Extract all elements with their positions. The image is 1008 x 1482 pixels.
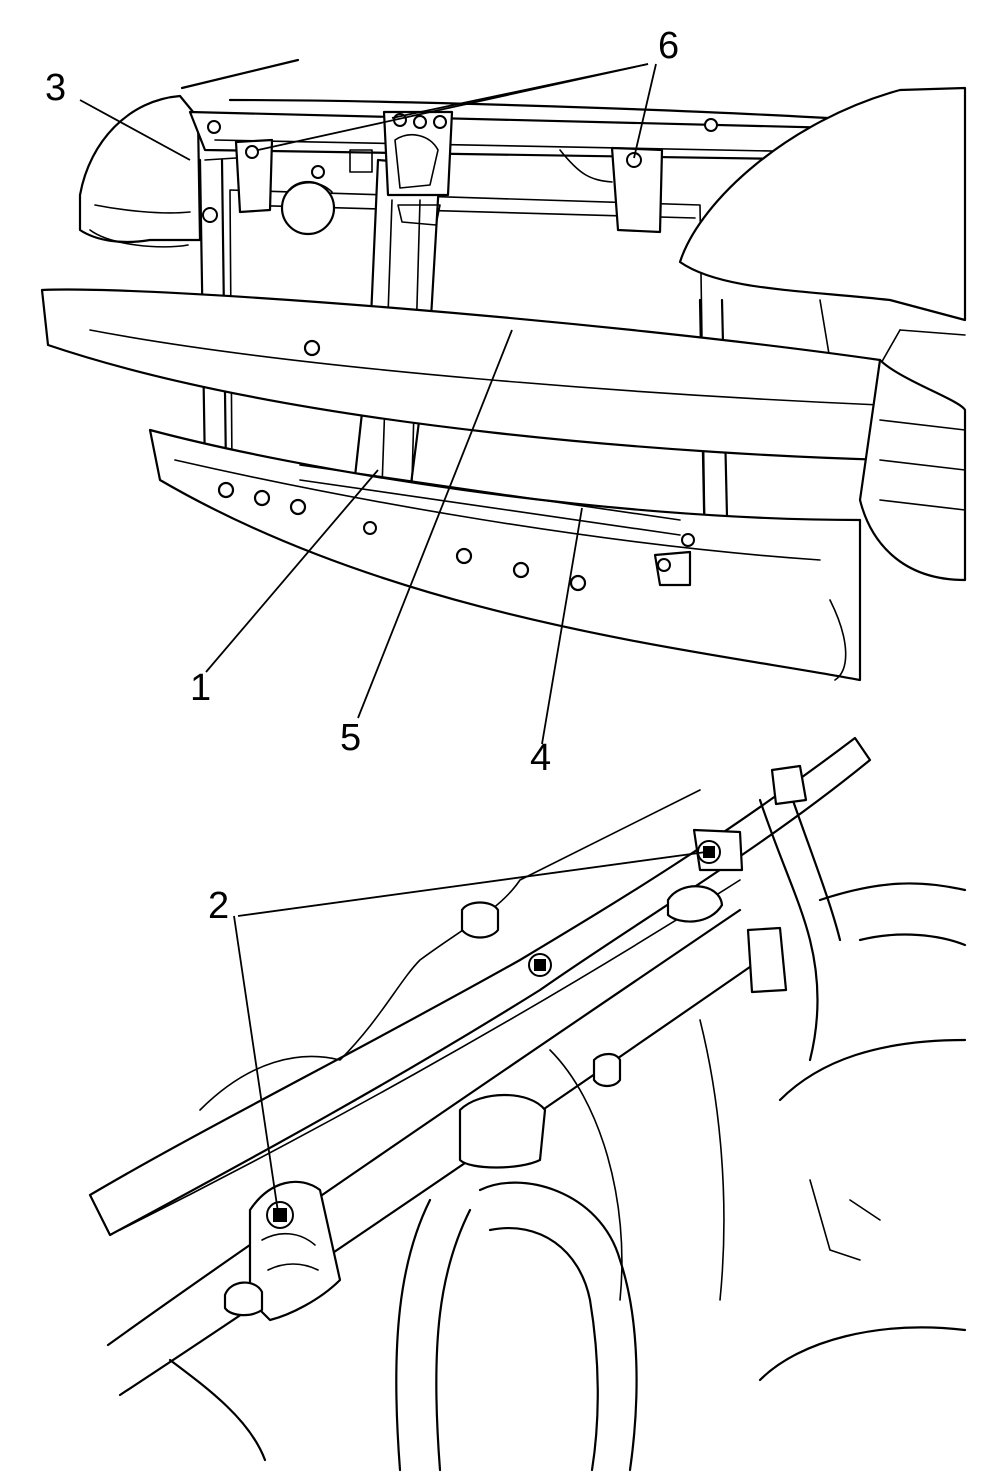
callout-6: 6 — [658, 25, 679, 67]
callout-2: 2 — [208, 885, 229, 927]
callout-5: 5 — [340, 717, 361, 759]
upper-tie-bar — [188, 110, 852, 162]
right-headlamp — [678, 86, 967, 322]
callout-3: 3 — [45, 67, 66, 109]
left-headlamp — [78, 94, 202, 244]
callout-1: 1 — [190, 667, 211, 709]
bolt-markers-lower — [266, 840, 721, 1229]
callout-4: 4 — [530, 737, 551, 779]
upper-view: 3 6 1 5 4 — [40, 25, 967, 779]
bolt-markers-upper — [202, 113, 718, 572]
lower-left-bracket — [248, 1180, 342, 1322]
lower-view: 2 — [88, 736, 967, 1472]
tie-bar-diagonal — [88, 736, 872, 1237]
